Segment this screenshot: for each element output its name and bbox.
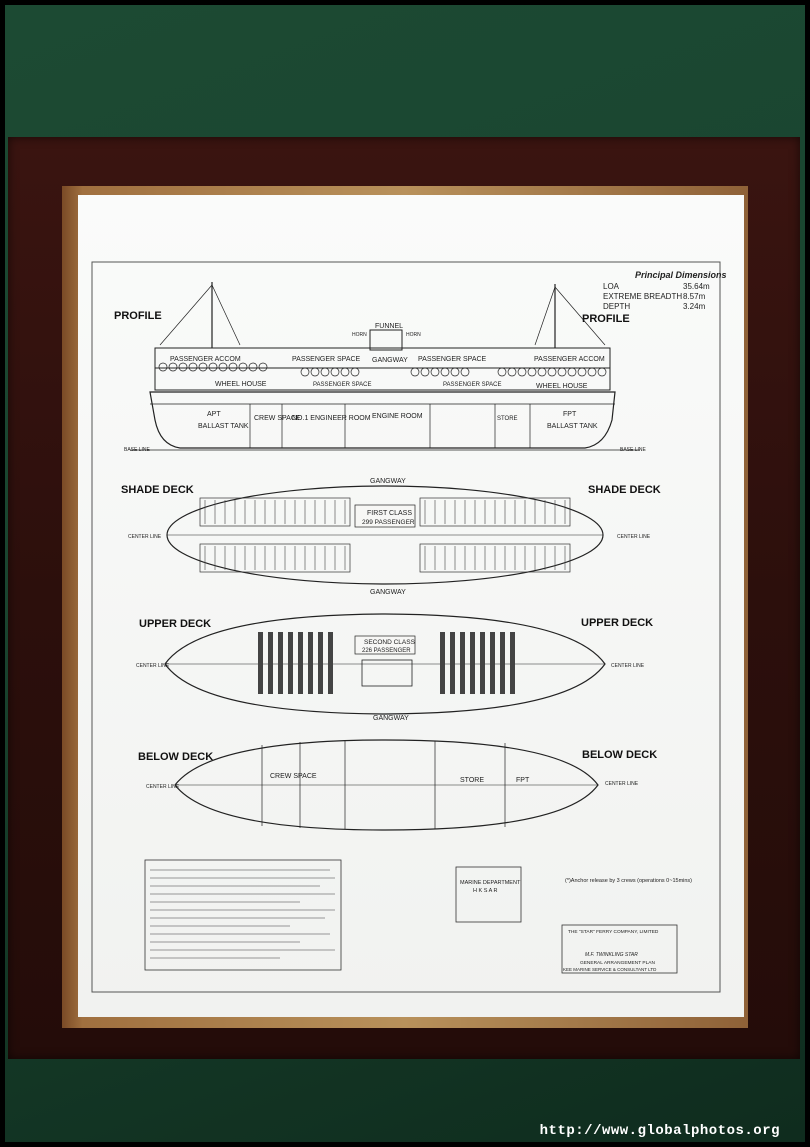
passenger-space-mid-left: PASSENGER SPACE (313, 382, 371, 388)
marine-dept-label: MARINE DEPARTMENT (460, 880, 521, 886)
gangway-shade-top: GANGWAY (370, 478, 406, 485)
title-block (561, 924, 678, 974)
profile-title-left: PROFILE (114, 310, 162, 322)
depth-value: 3.24m (683, 302, 706, 311)
apt-label: APT (207, 411, 221, 418)
store-profile: STORE (497, 416, 518, 422)
horn-label-left: HORN (352, 332, 367, 338)
consultant-label: KEE MARINE SERVICE & CONSULTANT LTD (563, 967, 657, 972)
center-line-shade-right: CENTER LINE (617, 534, 651, 540)
shade-deck-seat-lines (204, 500, 566, 570)
watermark: http://www.globalphotos.org (539, 1123, 780, 1139)
ballast-tank-right: BALLAST TANK (547, 423, 598, 430)
shade-deck-title-left: SHADE DECK (121, 484, 194, 496)
below-deck-title-left: BELOW DECK (138, 751, 213, 763)
gangway-upper: GANGWAY (373, 715, 409, 722)
shade-deck-title-right: SHADE DECK (588, 484, 661, 496)
passenger-space-right: PASSENGER SPACE (418, 356, 487, 363)
first-class-count: 299 PASSENGER (362, 519, 415, 526)
base-line-right: BASE LINE (620, 447, 647, 453)
base-line-left: BASE LINE (124, 447, 151, 453)
horn-label-right: HORN (406, 332, 421, 338)
loa-label: LOA (603, 282, 620, 291)
hksar-label: H K S A R (473, 888, 497, 894)
plan-paper (78, 195, 744, 1017)
depth-label: DEPTH (603, 302, 630, 311)
anchor-note: (*)Anchor release by 3 crews (operations… (565, 878, 692, 884)
company-label: THE "STAR" FERRY COMPANY, LIMITED (568, 929, 659, 935)
shade-deck-seats (199, 497, 571, 573)
below-deck-title-right: BELOW DECK (582, 749, 657, 761)
breadth-value: 8.57m (683, 292, 706, 301)
second-class-label: SECOND CLASS (364, 639, 416, 646)
center-line-upper-right: CENTER LINE (611, 663, 645, 669)
center-line-below-left: CENTER LINE (146, 784, 180, 790)
passenger-accom-left: PASSENGER ACCOM (170, 356, 241, 363)
plan-title-label: GENERAL ARRANGEMENT PLAN (580, 960, 655, 966)
upper-deck-title-right: UPPER DECK (581, 617, 653, 629)
window-row (158, 362, 607, 377)
breadth-label: EXTREME BREADTH (603, 292, 682, 301)
center-line-shade-left: CENTER LINE (128, 534, 162, 540)
wheel-house-left: WHEEL HOUSE (215, 381, 267, 388)
engineer-room-profile: NO.1 ENGINEER ROOM (292, 415, 371, 422)
second-class-count: 226 PASSENGER (362, 648, 411, 654)
notes-text-lines (150, 869, 335, 959)
fpt-profile: FPT (563, 411, 577, 418)
center-line-upper-left: CENTER LINE (136, 663, 170, 669)
first-class-label: FIRST CLASS (367, 510, 412, 517)
loa-value: 35.64m (683, 282, 710, 291)
upper-deck-title-left: UPPER DECK (139, 618, 211, 630)
funnel-label: FUNNEL (375, 323, 403, 330)
passenger-space-mid-right: PASSENGER SPACE (443, 382, 501, 388)
passenger-space-left: PASSENGER SPACE (292, 356, 361, 363)
fpt-below: FPT (516, 777, 530, 784)
crew-space-below: CREW SPACE (270, 773, 317, 780)
wheel-house-right: WHEEL HOUSE (536, 383, 588, 390)
upper-deck-seats (258, 632, 515, 694)
passenger-accom-right: PASSENGER ACCOM (534, 356, 605, 363)
gangway-shade-bottom: GANGWAY (370, 589, 406, 596)
principal-dimensions-title: Principal Dimensions (635, 270, 727, 280)
store-below: STORE (460, 777, 484, 784)
ballast-tank-left: BALLAST TANK (198, 423, 249, 430)
vessel-label: M.F. TWINKLING STAR (585, 952, 638, 958)
gangway-profile: GANGWAY (372, 357, 408, 364)
notes-box (144, 859, 342, 971)
engine-room-profile: ENGINE ROOM (372, 413, 423, 420)
crew-space-profile: CREW SPACE (254, 415, 301, 422)
marine-dept-stamp (455, 866, 522, 923)
profile-title-right: PROFILE (582, 313, 630, 325)
center-line-below-right: CENTER LINE (605, 781, 639, 787)
